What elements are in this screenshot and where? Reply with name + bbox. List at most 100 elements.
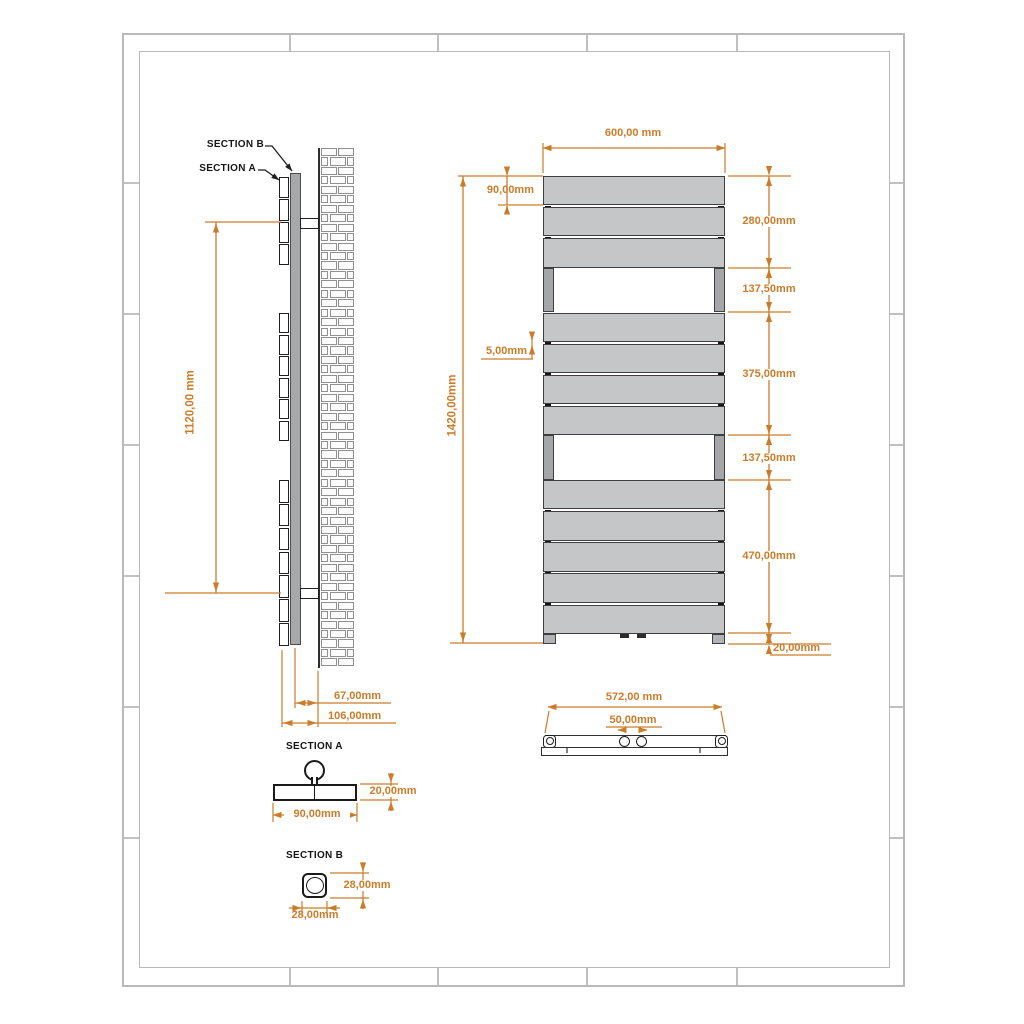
brick	[320, 346, 328, 355]
brick	[338, 658, 354, 667]
brick	[347, 176, 354, 185]
brick	[320, 629, 328, 639]
brick	[329, 214, 346, 223]
panel-slat	[278, 244, 289, 266]
section-a-panel-divider	[313, 786, 316, 799]
brick	[320, 403, 328, 412]
bottom-view-pipe-left	[545, 737, 554, 745]
brick	[320, 563, 337, 572]
brick	[347, 157, 354, 166]
brick	[329, 308, 346, 317]
brick	[320, 592, 328, 601]
brick	[329, 554, 346, 563]
panel-slat	[278, 623, 289, 646]
panel-gap-dash	[544, 236, 551, 239]
radiator-panel	[543, 176, 725, 206]
side-view-collector-tube	[290, 173, 301, 645]
brick	[320, 157, 328, 166]
sheet-outer-border	[122, 33, 905, 987]
panel-slat	[278, 199, 289, 221]
brick	[320, 601, 337, 610]
brick	[347, 459, 354, 468]
brick	[338, 223, 354, 232]
brick	[320, 204, 337, 213]
brick	[320, 544, 337, 554]
brick	[320, 535, 328, 544]
brick	[338, 374, 354, 383]
side-rail-right	[714, 267, 725, 313]
brick	[347, 214, 354, 223]
panel-gap-dash	[544, 342, 551, 344]
brick	[347, 195, 354, 204]
brick	[347, 289, 354, 298]
brick	[320, 148, 337, 157]
brick	[320, 573, 328, 582]
panel-gap-dash	[717, 509, 724, 512]
panel-gap-dash	[717, 373, 724, 375]
brick	[329, 251, 346, 261]
brick	[347, 497, 354, 506]
brick	[329, 629, 346, 639]
brick	[329, 403, 346, 412]
brick	[338, 337, 354, 346]
radiator-panel	[543, 207, 725, 237]
brick	[320, 620, 337, 629]
brick	[329, 289, 346, 298]
brick	[320, 327, 328, 336]
radiator-foot-left	[543, 633, 556, 645]
wall-bracket-top	[300, 218, 319, 229]
brick	[338, 582, 354, 591]
brick	[320, 450, 337, 459]
wall-bracket-bottom	[300, 588, 319, 599]
brick	[338, 526, 354, 535]
brick	[329, 497, 346, 506]
panel-slat	[278, 599, 289, 622]
brick	[347, 422, 354, 431]
panel-slat	[278, 480, 289, 503]
brick	[320, 223, 337, 232]
brick	[320, 431, 337, 440]
brick	[320, 299, 337, 308]
panel-slat	[278, 377, 289, 398]
brick	[320, 516, 328, 525]
brick	[320, 440, 328, 450]
section-b-tube-bore	[305, 877, 324, 894]
panel-gap-dash	[717, 571, 724, 574]
valve-stub-right	[637, 633, 646, 638]
brick	[320, 261, 337, 270]
brick	[338, 601, 354, 610]
brick	[320, 374, 337, 383]
brick	[347, 573, 354, 582]
brick	[320, 412, 337, 421]
radiator-panel	[543, 511, 725, 541]
brick	[320, 393, 337, 402]
panel-slat	[278, 399, 289, 420]
brick	[320, 242, 337, 251]
brick	[329, 459, 346, 468]
radiator-panel	[543, 343, 725, 373]
brick	[347, 308, 354, 317]
brick	[338, 544, 354, 554]
brick	[329, 233, 346, 242]
brick	[347, 592, 354, 601]
brick	[338, 450, 354, 459]
brick	[329, 478, 346, 487]
brick	[320, 639, 337, 648]
brick	[329, 270, 346, 279]
panel-slat	[278, 420, 289, 441]
brick	[338, 469, 354, 478]
brick	[320, 280, 337, 289]
brick	[347, 365, 354, 374]
brick	[320, 497, 328, 506]
panel-slat	[278, 177, 289, 199]
brick	[329, 516, 346, 525]
brick	[338, 280, 354, 289]
brick	[338, 204, 354, 213]
section-a-neck	[310, 777, 318, 785]
brick	[338, 242, 354, 251]
radiator-panel	[543, 480, 725, 510]
radiator-panel	[543, 604, 725, 634]
panel-gap-dash	[717, 205, 724, 208]
brick	[329, 611, 346, 620]
